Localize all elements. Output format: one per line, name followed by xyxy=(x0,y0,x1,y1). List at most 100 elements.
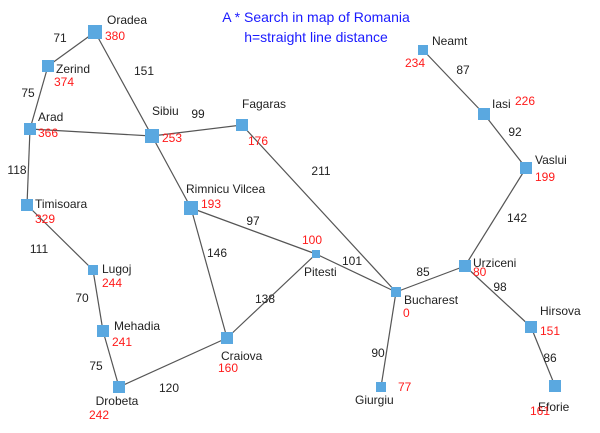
road-hirsova-eforie xyxy=(530,326,556,387)
city-arad: Arad 366 xyxy=(24,110,63,140)
city-name-hirsova: Hirsova xyxy=(540,304,581,318)
distance-label: 85 xyxy=(416,265,430,279)
city-node-urziceni xyxy=(459,260,471,272)
city-name-craiova: Craiova xyxy=(221,349,263,363)
road-vaslui-iasi xyxy=(483,113,527,169)
distance-label: 86 xyxy=(543,351,557,365)
city-heuristic-urziceni: 80 xyxy=(473,265,487,279)
distance-label: 151 xyxy=(134,64,154,78)
page-subtitle: h=straight line distance xyxy=(244,29,388,45)
city-heuristic-timisoara: 329 xyxy=(35,212,55,226)
city-node-fagaras xyxy=(236,119,248,131)
city-name-bucharest: Bucharest xyxy=(404,293,459,307)
city-node-eforie xyxy=(549,380,561,392)
road-iasi-neamt xyxy=(422,49,485,115)
road-craiova-pitesti xyxy=(226,253,317,339)
city-node-arad xyxy=(24,123,36,135)
city-node-giurgiu xyxy=(376,382,386,392)
city-node-bucharest xyxy=(391,287,401,297)
city-name-neamt: Neamt xyxy=(432,34,468,48)
city-node-iasi xyxy=(478,108,490,120)
city-heuristic-lugoj: 244 xyxy=(102,276,122,290)
distance-label: 87 xyxy=(456,63,470,77)
distance-label: 138 xyxy=(255,292,275,306)
distance-label: 75 xyxy=(89,359,103,373)
city-heuristic-craiova: 160 xyxy=(218,361,238,375)
road-sibiu-fagaras xyxy=(151,124,243,137)
city-node-pitesti xyxy=(312,250,320,258)
city-node-hirsova xyxy=(525,321,537,333)
city-node-vaslui xyxy=(520,162,532,174)
road-arad-sibiu xyxy=(29,128,153,137)
road-bucharest-urziceni xyxy=(395,265,466,293)
city-name-lugoj: Lugoj xyxy=(102,262,131,276)
distance-label: 97 xyxy=(246,214,260,228)
city-node-mehadia xyxy=(97,325,109,337)
road-rimnicu-craiova xyxy=(190,207,228,339)
distance-label: 90 xyxy=(371,346,385,360)
city-heuristic-oradea: 380 xyxy=(105,29,125,43)
city-heuristic-zerind: 374 xyxy=(54,75,74,89)
city-name-arad: Arad xyxy=(38,110,63,124)
city-name-mehadia: Mehadia xyxy=(114,319,160,333)
city-name-urziceni: Urziceni xyxy=(473,256,516,270)
road-oradea-zerind xyxy=(47,31,96,67)
road-urziceni-hirsova xyxy=(464,265,532,328)
distance-label: 98 xyxy=(493,280,507,294)
city-heuristic-mehadia: 241 xyxy=(112,335,132,349)
distance-label: 120 xyxy=(159,381,179,395)
city-heuristic-rimnicu: 193 xyxy=(201,197,221,211)
road-rimnicu-pitesti xyxy=(190,207,317,255)
road-bucharest-giurgiu xyxy=(380,291,397,388)
distance-label: 75 xyxy=(21,86,35,100)
city-name-timisoara: Timisoara xyxy=(35,197,88,211)
city-heuristic-drobeta: 242 xyxy=(89,408,109,422)
road-drobeta-craiova xyxy=(118,337,228,388)
road-mehadia-drobeta xyxy=(102,330,120,388)
distance-label: 146 xyxy=(207,246,227,260)
city-heuristic-giurgiu: 77 xyxy=(398,380,412,394)
road-sibiu-rimnicu xyxy=(151,135,192,209)
city-hirsova: Hirsova 151 xyxy=(525,304,581,338)
distance-label: 71 xyxy=(53,31,67,45)
road-urziceni-vaslui xyxy=(464,167,527,267)
city-node-zerind xyxy=(42,60,54,72)
city-name-oradea: Oradea xyxy=(107,13,147,27)
city-heuristic-vaslui: 199 xyxy=(535,170,555,184)
city-name-drobeta: Drobeta xyxy=(96,394,139,408)
city-heuristic-bucharest: 0 xyxy=(403,306,410,320)
city-name-rimnicu: Rimnicu Vilcea xyxy=(186,182,265,196)
distance-label: 118 xyxy=(7,163,26,177)
city-heuristic-pitesti: 100 xyxy=(302,233,322,247)
roads-layer: 7115175118111707512099971461381012119085… xyxy=(7,31,557,395)
city-heuristic-arad: 366 xyxy=(38,126,58,140)
distance-label: 111 xyxy=(30,242,49,256)
city-heuristic-hirsova: 151 xyxy=(540,324,560,338)
city-node-timisoara xyxy=(21,199,33,211)
city-name-iasi: Iasi xyxy=(492,97,511,111)
distance-label: 92 xyxy=(508,125,522,139)
city-heuristic-fagaras: 176 xyxy=(248,134,268,148)
city-name-sibiu: Sibiu xyxy=(152,104,179,118)
road-arad-timisoara xyxy=(26,128,31,206)
city-vaslui: Vaslui 199 xyxy=(520,153,567,184)
distance-label: 99 xyxy=(191,107,205,121)
city-heuristic-sibiu: 253 xyxy=(162,131,182,145)
road-oradea-sibiu xyxy=(94,31,153,137)
city-name-vaslui: Vaslui xyxy=(535,153,567,167)
city-node-neamt xyxy=(418,45,428,55)
road-zerind-arad xyxy=(29,65,49,130)
